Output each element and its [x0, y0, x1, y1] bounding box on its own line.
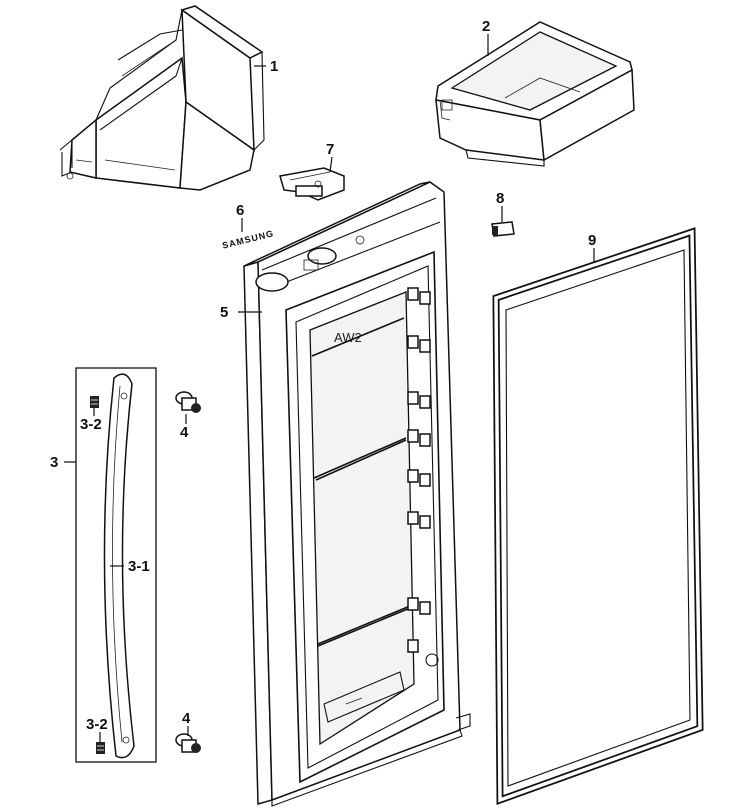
part-label-7: 7	[326, 141, 334, 158]
handle-screw-top-icon	[90, 396, 99, 408]
switch-icon	[491, 221, 515, 237]
part-label-3: 3	[50, 454, 58, 471]
part-label-5: 5	[220, 304, 228, 321]
part-label-9: 9	[588, 232, 596, 249]
part-label-8: 8	[496, 190, 504, 207]
door-assembly-icon: AW2	[243, 181, 471, 807]
part-label-3-1: 3-1	[128, 558, 150, 575]
badge-icon: SAMSUNG	[221, 228, 275, 251]
part-label-4-top: 4	[180, 424, 189, 441]
door-gasket-icon	[492, 227, 704, 805]
cap-hinge-icon	[279, 167, 345, 201]
hinge-pin-bottom-icon	[175, 733, 201, 753]
liner-tabs	[407, 287, 439, 667]
part-label-2: 2	[482, 18, 490, 35]
door-guard-bin-icon	[59, 5, 265, 191]
part-label-4-bottom: 4	[182, 710, 191, 727]
hinge-pin-top-icon	[175, 391, 201, 413]
handle-group-box	[75, 367, 157, 763]
door-small-bin-icon	[435, 21, 635, 167]
part-label-3-2-top: 3-2	[80, 416, 102, 433]
part-label-3-2-bottom: 3-2	[86, 716, 108, 733]
door-model-text: AW2	[334, 330, 362, 345]
badge-text: SAMSUNG	[221, 228, 275, 251]
part-label-6: 6	[236, 202, 244, 219]
part-label-1: 1	[270, 58, 278, 75]
handle-screw-bottom-icon	[96, 742, 105, 754]
